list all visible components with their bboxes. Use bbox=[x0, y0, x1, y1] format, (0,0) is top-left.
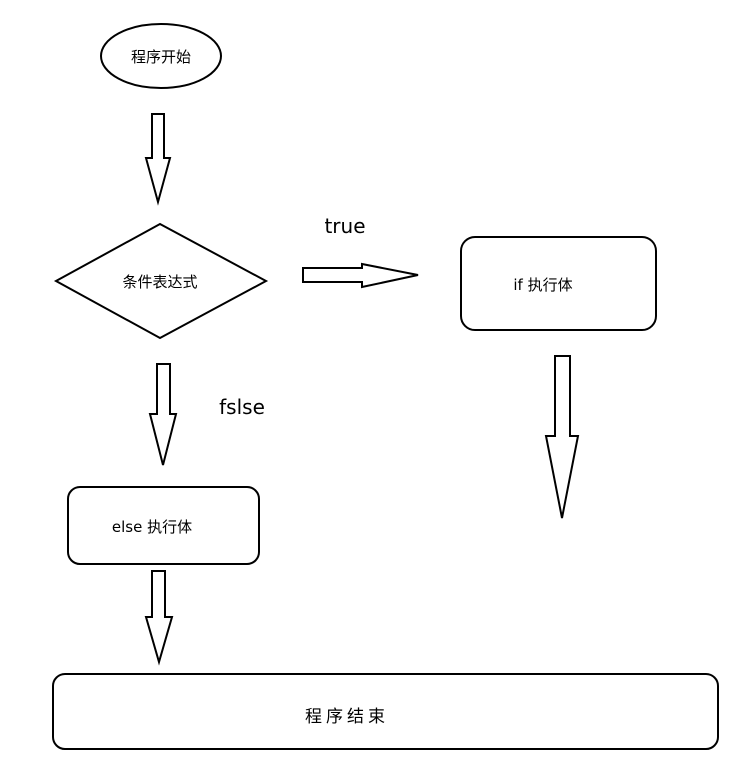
end-node bbox=[52, 673, 719, 750]
if-body-label: if 执行体 bbox=[513, 276, 572, 294]
end-node-label: 程序结束 bbox=[305, 707, 389, 727]
arrow-if-body-down bbox=[544, 355, 580, 519]
arrow-start-to-condition bbox=[144, 113, 172, 206]
arrow-false bbox=[148, 363, 178, 466]
else-body-node bbox=[67, 486, 260, 565]
condition-node bbox=[53, 222, 269, 340]
true-label: true bbox=[324, 214, 365, 238]
start-node bbox=[100, 23, 222, 89]
condition-node-label: 条件表达式 bbox=[122, 273, 197, 291]
else-body-label: else 执行体 bbox=[112, 518, 192, 536]
start-node-label: 程序开始 bbox=[131, 48, 191, 66]
arrow-true bbox=[302, 262, 419, 289]
arrow-else-body-down bbox=[144, 570, 174, 666]
if-body-node bbox=[460, 236, 657, 331]
false-label: fslse bbox=[219, 395, 265, 419]
